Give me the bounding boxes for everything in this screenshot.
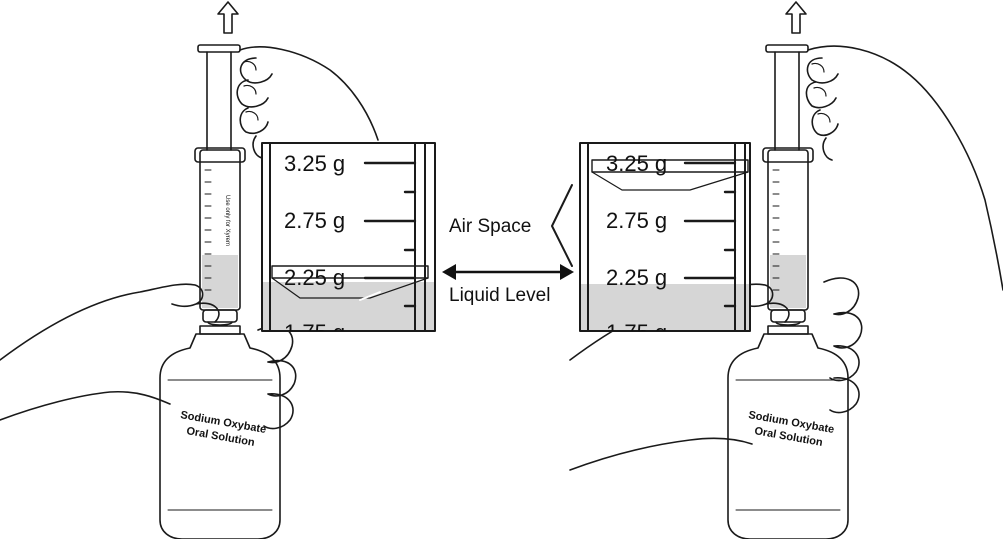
right-figure (551, 1, 1003, 539)
plunger-rod (206, 51, 232, 151)
plunger-flange (765, 44, 809, 53)
left-mark-275: 2.75 g (284, 208, 345, 233)
bottle-adapter (770, 309, 806, 323)
left-magnified-view (262, 143, 435, 331)
bottle-adapter (202, 309, 238, 323)
right-mark-225: 2.25 g (606, 265, 667, 290)
up-arrow-icon (217, 1, 239, 34)
right-mark-325: 3.25 g (606, 151, 667, 176)
left-figure: Use only for Xyrem (0, 1, 436, 539)
left-mark-225: 2.25 g (284, 265, 345, 290)
svg-text:Use only for Xyrem: Use only for Xyrem (224, 195, 230, 246)
top-hand (236, 46, 379, 159)
right-mark-275: 2.75 g (606, 208, 667, 233)
left-mark-325: 3.25 g (284, 151, 345, 176)
bottle-body (727, 333, 849, 539)
lower-hand (0, 283, 297, 430)
bottle-body (159, 333, 281, 539)
up-arrow-icon (785, 1, 807, 34)
air-space-bracket (551, 184, 573, 267)
right-mark-175: 1.75 g (606, 320, 667, 345)
air-space-label: Air Space (449, 216, 531, 237)
left-mark-175: 1.75 g (284, 320, 345, 345)
top-hand (805, 45, 1003, 291)
plunger-flange (197, 44, 241, 53)
plunger-rod (774, 51, 800, 151)
liquid-level-arrow (442, 264, 574, 280)
right-magnified-view (580, 143, 750, 331)
liquid-level-label: Liquid Level (449, 285, 550, 306)
